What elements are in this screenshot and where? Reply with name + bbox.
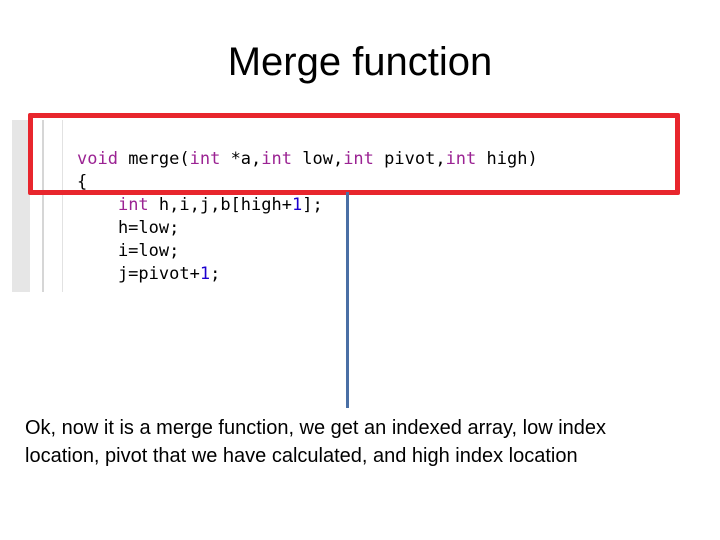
code-indent — [77, 195, 118, 215]
code-token: merge( — [117, 149, 190, 169]
code-token: ]; — [302, 195, 323, 215]
pointer-line — [346, 192, 349, 408]
code-token-keyword: int — [117, 195, 149, 215]
code-line-assign-i: i=low; — [77, 241, 180, 261]
code-line-assign-j: j=pivot+1; — [77, 264, 220, 284]
code-token-keyword: int — [189, 149, 221, 169]
code-line-signature: void merge(int *a,int low,int pivot,int … — [77, 149, 538, 169]
gutter-divider-secondary — [62, 120, 63, 292]
code-screenshot: void merge(int *a,int low,int pivot,int … — [12, 120, 652, 292]
code-token: ; — [210, 264, 221, 284]
code-token: high) — [476, 149, 538, 169]
code-token: pivot, — [373, 149, 446, 169]
code-token: h,i,j,b[high+ — [148, 195, 292, 215]
code-token-keyword: int — [343, 149, 374, 169]
code-token-number: 1 — [291, 195, 303, 215]
code-token: j=pivot+ — [77, 264, 200, 284]
signature-highlight-box — [28, 113, 680, 195]
code-line-assign-h: h=low; — [77, 218, 180, 238]
code-block: void merge(int *a,int low,int pivot,int … — [77, 148, 538, 286]
code-token-number: 1 — [199, 264, 211, 284]
code-token-keyword: int — [261, 149, 292, 169]
slide-caption: Ok, now it is a merge function, we get a… — [25, 417, 607, 467]
code-line-open-brace: { — [77, 172, 88, 192]
slide-title: Merge function — [227, 40, 493, 84]
code-token-keyword: int — [445, 149, 477, 169]
code-token: *a, — [220, 149, 262, 169]
code-token: low, — [292, 149, 344, 169]
editor-gutter — [12, 120, 30, 292]
gutter-divider — [42, 120, 44, 292]
code-token-keyword: void — [77, 149, 118, 169]
code-line-declaration: int h,i,j,b[high+1]; — [77, 195, 323, 215]
